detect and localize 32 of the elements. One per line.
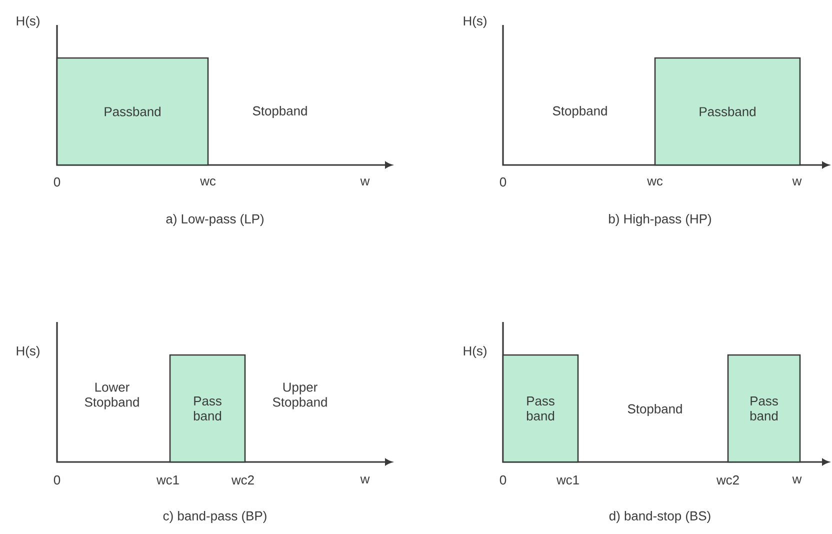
tick-label: w bbox=[360, 178, 370, 186]
tick-label: wc2 bbox=[716, 475, 739, 485]
passband-box: Pass band bbox=[169, 354, 246, 463]
tick-label: w bbox=[792, 476, 802, 484]
panel-caption: c) band-pass (BP) bbox=[163, 510, 266, 524]
tick-label: wc bbox=[647, 178, 663, 186]
passband-box: Pass band bbox=[727, 354, 801, 463]
tick-label: wc1 bbox=[156, 475, 179, 484]
axis-label: H(s) bbox=[464, 16, 486, 28]
axis-label: H(s) bbox=[16, 16, 40, 28]
tick-label: 0 bbox=[500, 475, 506, 485]
region-label: Upper Stopband bbox=[272, 382, 327, 410]
passband-box: Passband bbox=[654, 57, 801, 166]
passband-box: Pass band bbox=[502, 354, 579, 463]
tick-label: w bbox=[792, 178, 802, 186]
tick-label: wc2 bbox=[231, 475, 254, 485]
axis-label: H(s) bbox=[16, 346, 40, 358]
axis-label: H(s) bbox=[464, 346, 486, 358]
tick-label: 0 bbox=[500, 177, 506, 187]
panel-caption: b) High-pass (HP) bbox=[609, 214, 711, 226]
region-label: Stopband bbox=[628, 404, 682, 416]
passband-box: Passband bbox=[56, 57, 209, 166]
tick-label: 0 bbox=[54, 475, 60, 485]
region-label: Lower Stopband bbox=[84, 382, 139, 410]
panel-caption: d) band-stop (BS) bbox=[609, 510, 710, 524]
tick-label: wc bbox=[200, 178, 216, 186]
tick-label: w bbox=[360, 476, 370, 484]
region-label: Stopband bbox=[252, 106, 307, 118]
region-label: Stopband bbox=[552, 106, 607, 118]
tick-label: 0 bbox=[54, 177, 60, 187]
tick-label: wc1 bbox=[556, 475, 579, 484]
panel-caption: a) Low-pass (LP) bbox=[166, 214, 264, 226]
